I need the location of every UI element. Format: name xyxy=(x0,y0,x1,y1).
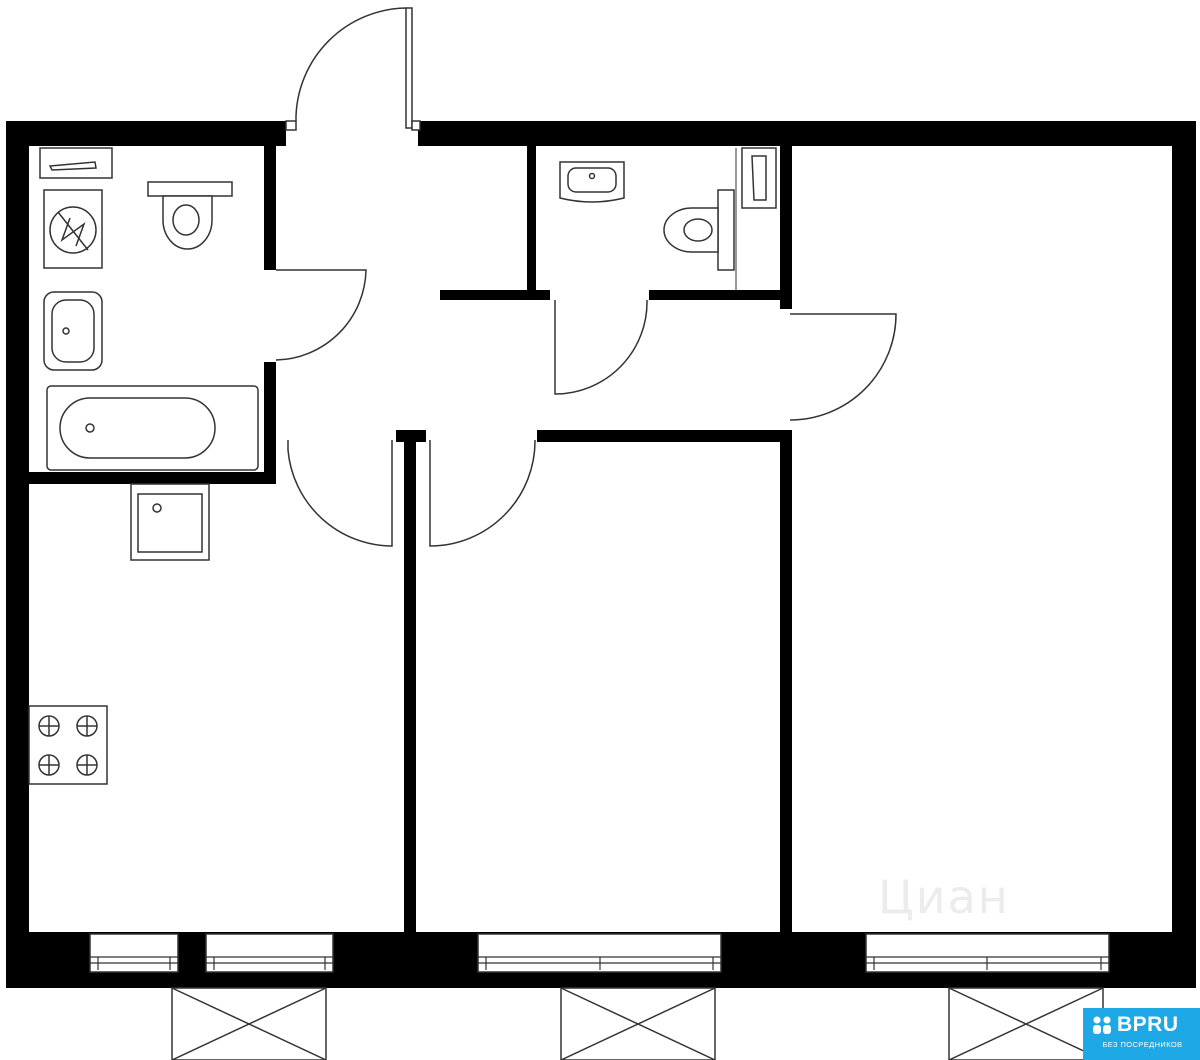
toilet-room-heater xyxy=(741,147,777,209)
washbasin xyxy=(43,291,103,371)
stove xyxy=(28,705,108,785)
badge-name: BPRU xyxy=(1117,1013,1179,1036)
room-divider-wall-top xyxy=(780,146,792,309)
room-divider-wall xyxy=(780,430,792,932)
people-icon xyxy=(1093,1016,1111,1034)
bedroom-door xyxy=(429,439,536,547)
top-wall-right xyxy=(418,121,1196,146)
stove-burners xyxy=(38,715,98,776)
windows xyxy=(89,933,1110,973)
right-wall xyxy=(1172,121,1196,988)
interior-walls xyxy=(29,146,792,932)
bathtub xyxy=(46,385,259,471)
bedroom-left-wall xyxy=(404,432,416,932)
entrance-door-leaf xyxy=(405,7,413,129)
toilet-bottom-wall-left xyxy=(440,290,550,300)
toilet-tank xyxy=(147,181,233,197)
window-2 xyxy=(205,933,334,973)
large-room-door xyxy=(789,313,897,421)
bathroom-fixtures xyxy=(39,147,259,471)
bathroom-right-wall-bottom xyxy=(264,362,276,482)
doors xyxy=(275,7,897,547)
washing-machine xyxy=(43,189,103,269)
watermark: Циан xyxy=(878,870,1010,924)
window-frames xyxy=(90,956,1109,970)
toilet-fixtures xyxy=(559,147,777,290)
left-wall xyxy=(6,121,29,988)
entrance-door xyxy=(295,7,407,121)
bedroom-top-wall xyxy=(537,430,792,442)
toilet-bottom-wall-right xyxy=(649,290,792,300)
top-wall-left xyxy=(6,121,286,146)
kitchen-door xyxy=(287,440,393,547)
toilet xyxy=(162,195,213,250)
window-1 xyxy=(89,933,179,973)
toilet-left-wall xyxy=(527,146,536,296)
balconies xyxy=(171,987,1104,1060)
toilet-room-toilet xyxy=(663,207,719,253)
kitchen-fixtures xyxy=(28,483,210,785)
bpru-badge[interactable]: BPRU БЕЗ ПОСРЕДНИКОВ xyxy=(1083,1008,1200,1060)
bedroom-door-jamb xyxy=(396,430,426,442)
badge-tagline: БЕЗ ПОСРЕДНИКОВ xyxy=(1102,1040,1183,1049)
bathroom-door xyxy=(275,269,367,361)
toilet-room-tank xyxy=(717,189,735,271)
kitchen-sink xyxy=(130,483,210,561)
bathroom-bottom-wall xyxy=(29,472,276,484)
toilet-door xyxy=(554,299,648,395)
bathroom-right-wall-top xyxy=(264,146,276,270)
